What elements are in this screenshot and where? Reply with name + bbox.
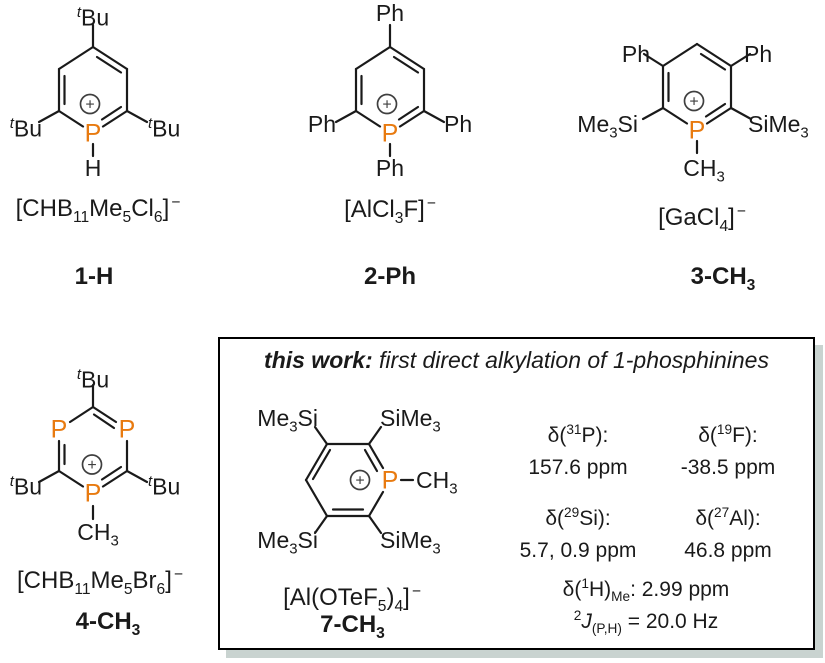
substituent-label: tBu bbox=[148, 473, 181, 500]
nmr-label: δ(19F): bbox=[698, 422, 758, 447]
nmr-shift-19F: δ(19F): -38.5 ppm bbox=[653, 414, 803, 484]
plus-charge-icon bbox=[81, 454, 103, 475]
substituent-label: Me3Si bbox=[257, 527, 318, 558]
plus-charge-sign: + bbox=[355, 473, 364, 490]
substituent-label: Ph bbox=[444, 111, 473, 137]
nmr-value: 46.8 ppm bbox=[684, 539, 772, 562]
p-substituent-label: CH3 bbox=[77, 519, 119, 550]
triphosphinine-ring-4CH3: + P P P bbox=[37, 383, 149, 521]
substituent-label: Me3Si bbox=[577, 111, 638, 142]
nmr-label: δ(27Al): bbox=[695, 505, 761, 530]
plus-charge-sign: + bbox=[382, 97, 391, 114]
substituent-label: tBu bbox=[148, 115, 181, 142]
anion-formula: [GaCl4]− bbox=[658, 203, 746, 235]
substituent-label: Ph bbox=[375, 0, 405, 26]
phosphorus-atom: P bbox=[51, 416, 68, 444]
phosphorus-atom: P bbox=[382, 120, 399, 148]
nmr-value: -38.5 ppm bbox=[680, 456, 776, 479]
phosphinine-ring-2Ph: + P bbox=[334, 23, 446, 158]
p-substituent-label: H bbox=[84, 155, 102, 181]
phosphinine-ring-3CH3: + P bbox=[641, 42, 753, 155]
phosphorus-atom: P bbox=[85, 480, 102, 508]
plus-charge-sign: + bbox=[689, 94, 698, 111]
compound-label: 3-CH3 bbox=[690, 263, 756, 294]
phosphinine-ring-1H: + P bbox=[37, 23, 149, 158]
anion-formula: [CHB11Me5Cl6]− bbox=[15, 194, 181, 226]
nmr-shift-31P: δ(31P): 157.6 ppm bbox=[503, 414, 653, 484]
compound-label: 1-H bbox=[74, 263, 114, 290]
substituent-label: tBu bbox=[9, 473, 42, 500]
anion-formula: [Al(OTeF5)4]− bbox=[283, 583, 421, 615]
compound-label: 2-Ph bbox=[363, 263, 416, 290]
substituent-label: tBu bbox=[76, 4, 110, 31]
plus-charge-icon bbox=[376, 93, 398, 115]
p-substituent-label: Ph bbox=[375, 155, 405, 181]
nmr-shift-1H-methyl: δ(1H)Me: 2.99 ppm bbox=[562, 576, 730, 605]
plus-charge-sign: + bbox=[85, 97, 94, 114]
phosphorus-atom: P bbox=[689, 117, 706, 145]
substituent-label: tBu bbox=[9, 115, 42, 142]
substituent-label: SiMe3 bbox=[380, 527, 441, 558]
nmr-label: δ(31P): bbox=[547, 422, 609, 447]
nmr-coupling-JPH: 2J(P,H) = 20.0 Hz bbox=[573, 608, 719, 637]
p-substituent-label: CH3 bbox=[416, 467, 458, 498]
nmr-value: 5.7, 0.9 ppm bbox=[519, 539, 637, 562]
p-substituent-label: CH3 bbox=[683, 155, 725, 186]
phosphorus-atom: P bbox=[382, 467, 399, 495]
phosphinine-ring-7CH3: + P bbox=[304, 425, 415, 535]
compound-label: 7-CH3 bbox=[320, 611, 385, 642]
plus-charge-icon bbox=[79, 93, 101, 115]
anion-formula: [AlCl3F]− bbox=[344, 195, 436, 227]
phosphorus-atom: P bbox=[119, 416, 136, 444]
anion-formula: [CHB11Me5Br6]− bbox=[16, 566, 184, 598]
box-title-text: first direct alkylation of 1-phosphinine… bbox=[372, 347, 769, 373]
nmr-label: δ(29Si): bbox=[545, 505, 611, 530]
substituent-label: Me3Si bbox=[257, 405, 318, 436]
plus-charge-icon bbox=[683, 90, 705, 112]
box-title: this work: first direct alkylation of 1-… bbox=[220, 347, 813, 374]
substituent-label: Ph bbox=[744, 41, 773, 67]
substituent-label: Ph bbox=[307, 111, 336, 137]
substituent-label: Ph bbox=[621, 41, 650, 67]
nmr-value: 157.6 ppm bbox=[528, 456, 628, 479]
this-work-box: this work: first direct alkylation of 1-… bbox=[218, 337, 815, 650]
phosphorus-atom: P bbox=[85, 120, 102, 148]
plus-charge-sign: + bbox=[87, 457, 96, 474]
box-title-emphasis: this work: bbox=[264, 347, 373, 373]
plus-charge-icon bbox=[349, 469, 371, 491]
substituent-label: tBu bbox=[76, 366, 110, 393]
nmr-shift-27Al: δ(27Al): 46.8 ppm bbox=[653, 497, 803, 567]
substituent-label: SiMe3 bbox=[748, 111, 809, 142]
compound-label: 4-CH3 bbox=[75, 608, 141, 639]
nmr-shift-29Si: δ(29Si): 5.7, 0.9 ppm bbox=[503, 497, 653, 567]
substituent-label: SiMe3 bbox=[380, 405, 441, 436]
